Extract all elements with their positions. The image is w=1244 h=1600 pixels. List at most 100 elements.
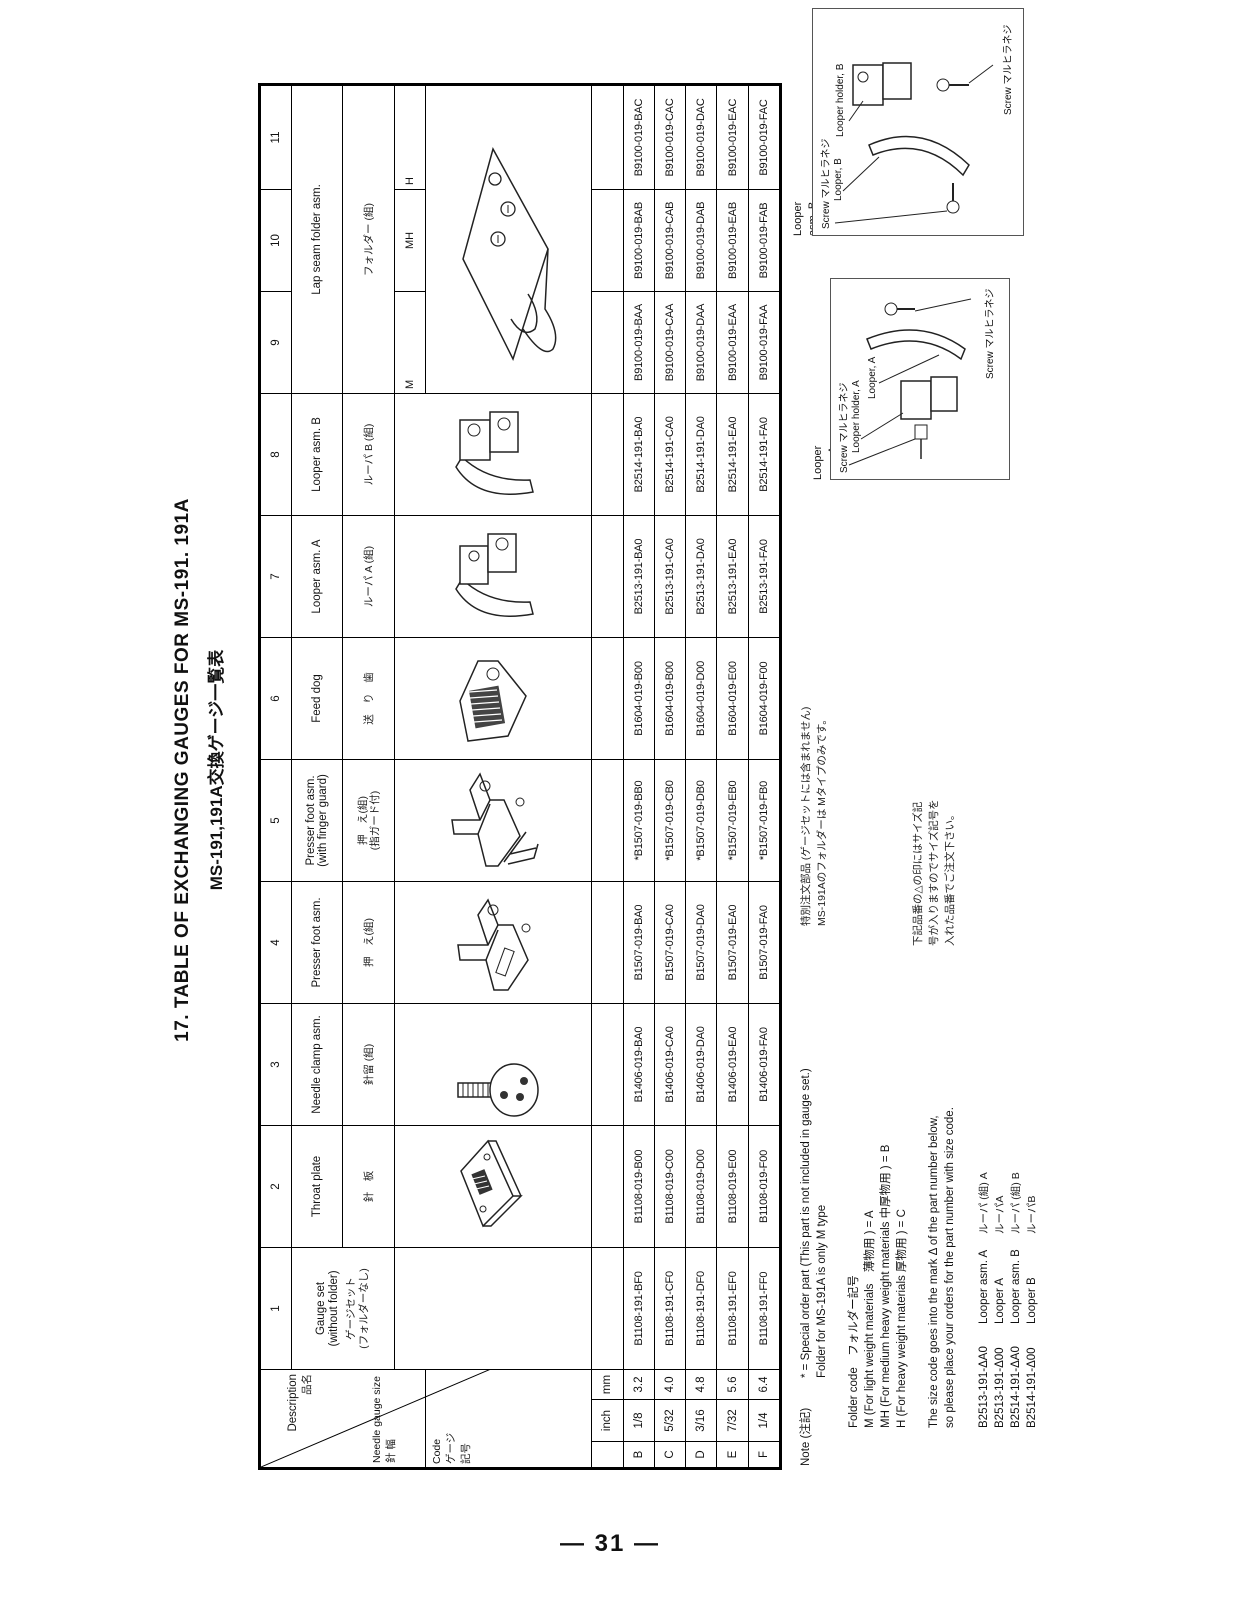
- part-list-no: B2513-191-ΔA0: [978, 1346, 990, 1428]
- corner-diagonal-icon: [261, 1369, 491, 1467]
- part-number-cell: B1507-019-EA0: [716, 881, 749, 1004]
- part-number-cell: B9100-019-BAB: [623, 189, 655, 292]
- note-star: * = Special order part (This part is not…: [800, 1068, 812, 1378]
- col-number: 5: [260, 759, 292, 882]
- part-number-cell: B1406-019-FA0: [748, 1003, 780, 1126]
- looper-a-icon: [455, 533, 534, 617]
- unit-spacer: [591, 1247, 624, 1370]
- size-code-en2: so please place your orders for the part…: [944, 1107, 956, 1428]
- page-subtitle-jp: MS-191,191A交換ゲージ一覧表: [207, 649, 226, 891]
- part-number-cell: B9100-019-EAA: [716, 291, 749, 394]
- header-looper-a-jp: ルーパ A (組): [342, 515, 395, 638]
- col-number: 3: [260, 1003, 292, 1126]
- header-presser-foot: Presser foot asm.: [291, 881, 343, 1004]
- part-list-no: B2513-191-Δ00: [994, 1347, 1006, 1428]
- part-number-cell: B1108-191-FF0: [748, 1247, 780, 1370]
- note-label: Note (注記): [800, 1407, 812, 1466]
- header-gauge-set: Gauge set (without folder) ゲージセット (フォルダー…: [291, 1247, 395, 1370]
- unit-spacer: [591, 189, 624, 292]
- part-number-cell: B1108-019-E00: [716, 1125, 749, 1248]
- header-throat-plate: Throat plate: [291, 1125, 343, 1248]
- size-code-jp2: 号が入りますのでサイズ記号を: [928, 799, 940, 946]
- header-needle-clamp-jp: 針留 (組): [342, 1003, 395, 1126]
- part-number-cell: B1507-019-DA0: [685, 881, 717, 1004]
- row-mm: 4.0: [654, 1369, 686, 1400]
- col-number: 10: [260, 189, 292, 292]
- header-presser-foot-guard: Presser foot asm. (with finger guard): [291, 759, 343, 882]
- part-number-cell: B1108-191-CF0: [654, 1247, 686, 1370]
- looper-a-figure: Screw マルヒラネジ Looper holder, A Looper, A …: [830, 278, 1010, 480]
- size-code-jp3: 入れた品番でご注文下さい。: [944, 809, 956, 947]
- part-number-cell: B1406-019-EA0: [716, 1003, 749, 1126]
- folder-icon: [461, 147, 556, 362]
- row-code: B: [623, 1441, 655, 1468]
- row-code: F: [748, 1441, 780, 1468]
- part-number-cell: B9100-019-FAA: [748, 291, 780, 394]
- presser-foot-image: [394, 881, 592, 1004]
- looper-a-diagram-icon: [848, 298, 972, 466]
- part-number-cell: B2514-191-FA0: [748, 393, 780, 516]
- part-number-cell: B1604-019-D00: [685, 637, 717, 760]
- page-title: 17. TABLE OF EXCHANGING GAUGES FOR MS-19…: [172, 498, 193, 1042]
- description-label: Description 品名: [287, 1373, 313, 1432]
- unit-spacer: [591, 515, 624, 638]
- folder-sub-row: M MH H: [394, 85, 592, 1467]
- part-list-en: Looper B: [1026, 1277, 1038, 1324]
- part-number-cell: B1406-019-DA0: [685, 1003, 717, 1126]
- looper-b-image: [394, 393, 592, 516]
- header-feed-dog: Feed dog: [291, 637, 343, 760]
- col-number: 6: [260, 637, 292, 760]
- part-number-cell: B9100-019-BAC: [623, 85, 655, 190]
- part-number-cell: B2514-191-EA0: [716, 393, 749, 516]
- part-number-cell: B2513-191-EA0: [716, 515, 749, 638]
- page-number: — 31 —: [560, 1530, 661, 1557]
- looper-b-looper-label: Looper, B: [833, 158, 844, 201]
- row-code: E: [716, 1441, 749, 1468]
- feed-dog-icon: [459, 660, 527, 742]
- header-needle-clamp: Needle clamp asm.: [291, 1003, 343, 1126]
- corner-header: Description 品名 Needle gauge size 針 幅 Cod…: [260, 1369, 491, 1468]
- looper-b-diagram-icon: [834, 62, 994, 224]
- header-looper-b-jp: ルーパ B (組): [342, 393, 395, 516]
- part-list-en: Looper A: [994, 1277, 1006, 1324]
- part-list-jp: ルーパ (組) B: [1010, 1172, 1022, 1234]
- part-number-cell: B2513-191-BA0: [623, 515, 655, 638]
- part-number-cell: B9100-019-EAC: [716, 85, 749, 190]
- looper-a-screw-right: Screw マルヒラネジ: [985, 288, 996, 379]
- note-folder: Folder for MS-191A is only M type: [816, 1204, 828, 1378]
- presser-foot-guard-icon: [451, 772, 539, 867]
- header-feed-dog-jp: 送 り 歯: [342, 637, 395, 760]
- row-inch: 7/32: [716, 1399, 749, 1442]
- throat-plate-icon: [460, 1140, 523, 1228]
- row-mm: 4.8: [685, 1369, 717, 1400]
- part-list-jp: ルーパA: [994, 1195, 1006, 1234]
- part-number-cell: B9100-019-FAC: [748, 85, 780, 190]
- presser-foot-guard-image: [394, 759, 592, 882]
- part-number-cell: *B1507-019-CB0: [654, 759, 686, 882]
- folder-sub-m: M: [394, 291, 426, 394]
- part-number-cell: B9100-019-DAC: [685, 85, 717, 190]
- part-list-en: Looper asm. A: [978, 1249, 990, 1324]
- part-list-en: Looper asm. B: [1010, 1249, 1022, 1324]
- looper-b-holder-label: Looper holder, B: [835, 63, 846, 137]
- looper-b-screw-left: Screw マルヒラネジ: [821, 138, 832, 229]
- title-block: 17. TABLE OF EXCHANGING GAUGES FOR MS-19…: [172, 60, 227, 1480]
- row-code: C: [654, 1441, 686, 1468]
- column-number-row: Description 品名 Needle gauge size 針 幅 Cod…: [260, 85, 491, 1468]
- row-inch: 1/4: [748, 1399, 780, 1442]
- unit-spacer: [591, 1003, 624, 1126]
- part-number-cell: B1406-019-BA0: [623, 1003, 655, 1126]
- unit-spacer: [591, 1125, 624, 1248]
- gauge-table: Description 品名 Needle gauge size 針 幅 Cod…: [259, 79, 781, 1474]
- folder-sub-mh: MH: [394, 189, 426, 292]
- row-inch: 3/16: [685, 1399, 717, 1442]
- unit-inch: inch: [591, 1399, 624, 1442]
- row-mm: 5.6: [716, 1369, 749, 1400]
- needle-clamp-icon: [457, 1063, 539, 1118]
- folder-code-line: M (For light weight materials 薄物用 ) = A: [864, 1210, 876, 1428]
- row-mm: 6.4: [748, 1369, 780, 1400]
- part-number-cell: B2513-191-FA0: [748, 515, 780, 638]
